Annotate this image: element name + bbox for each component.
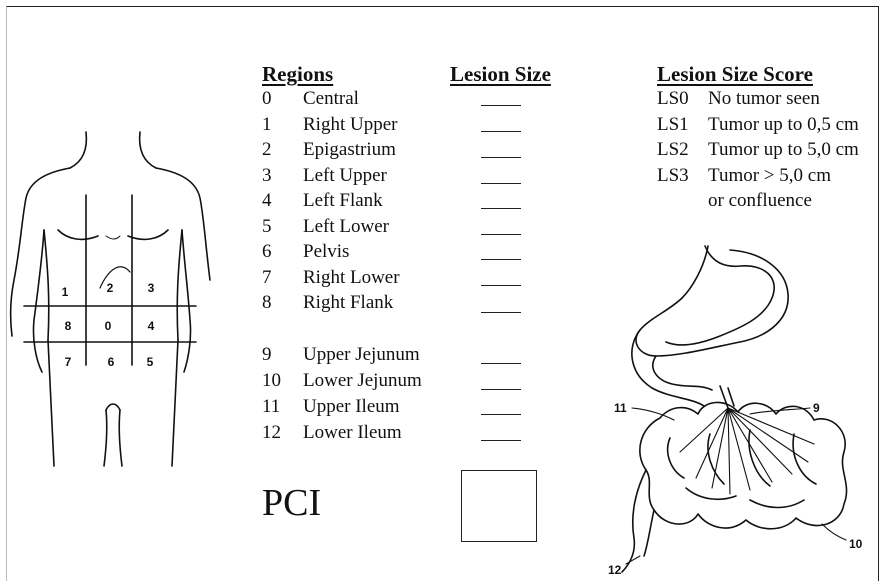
score-code: LS3 [657,165,689,187]
torso-label-7: 7 [65,355,72,369]
bowel-label-9: 9 [813,401,820,415]
score-code: LS0 [657,88,689,110]
torso-label-6: 6 [108,355,115,369]
score-description: Tumor up to 5,0 cm [708,139,859,161]
score-description: or confluence [708,190,812,212]
bowel-label-10: 10 [849,537,863,551]
score-description: Tumor up to 0,5 cm [708,114,859,136]
region-label: Upper Ileum [303,396,400,418]
lesion-size-blank-9[interactable] [481,363,521,364]
lesion-size-blank-10[interactable] [481,389,521,390]
region-label: Central [303,88,359,110]
small-bowel-diagram: 11 9 12 10 [600,238,875,578]
torso-label-1: 1 [62,285,69,299]
region-number: 10 [262,370,302,392]
torso-label-0: 0 [105,319,112,333]
region-number: 7 [262,267,302,289]
region-number: 1 [262,114,302,136]
torso-label-3: 3 [148,281,155,295]
region-label: Upper Jejunum [303,344,420,366]
lesion-size-blank-3[interactable] [481,183,521,184]
lesion-size-blank-6[interactable] [481,259,521,260]
lesion-size-blank-0[interactable] [481,105,521,106]
region-label: Lower Jejunum [303,370,422,392]
lesion-size-blank-5[interactable] [481,234,521,235]
region-number: 11 [262,396,302,418]
region-number: 4 [262,190,302,212]
pci-score-box[interactable] [461,470,537,542]
lesion-size-score-header: Lesion Size Score [657,62,813,87]
bowel-label-12: 12 [608,563,622,577]
torso-label-4: 4 [148,319,155,333]
region-number: 3 [262,165,302,187]
region-number: 5 [262,216,302,238]
lesion-size-blank-1[interactable] [481,131,521,132]
region-number: 8 [262,292,302,314]
region-label: Left Lower [303,216,389,238]
pci-label: PCI [262,481,321,525]
lesion-size-blank-12[interactable] [481,440,521,441]
region-label: Right Lower [303,267,400,289]
region-number: 0 [262,88,302,110]
region-label: Right Flank [303,292,393,314]
region-number: 12 [262,422,302,444]
region-number: 9 [262,344,302,366]
torso-label-2: 2 [107,281,114,295]
region-number: 6 [262,241,302,263]
region-label: Pelvis [303,241,349,263]
region-number: 2 [262,139,302,161]
bowel-label-11: 11 [614,401,627,415]
lesion-size-blank-8[interactable] [481,312,521,313]
score-code: LS1 [657,114,689,136]
lesion-size-blank-4[interactable] [481,208,521,209]
regions-header: Regions [262,62,333,87]
torso-label-8: 8 [65,319,72,333]
lesion-size-blank-2[interactable] [481,157,521,158]
region-label: Lower Ileum [303,422,402,444]
torso-label-5: 5 [147,355,154,369]
lesion-size-blank-7[interactable] [481,285,521,286]
region-label: Left Upper [303,165,387,187]
score-code: LS2 [657,139,689,161]
lesion-size-blank-11[interactable] [481,414,521,415]
score-description: No tumor seen [708,88,820,110]
lesion-size-header: Lesion Size [450,62,551,87]
region-label: Left Flank [303,190,383,212]
score-description: Tumor > 5,0 cm [708,165,831,187]
region-label: Right Upper [303,114,397,136]
torso-diagram: 1 2 3 8 0 4 7 6 5 [8,110,213,470]
region-label: Epigastrium [303,139,396,161]
